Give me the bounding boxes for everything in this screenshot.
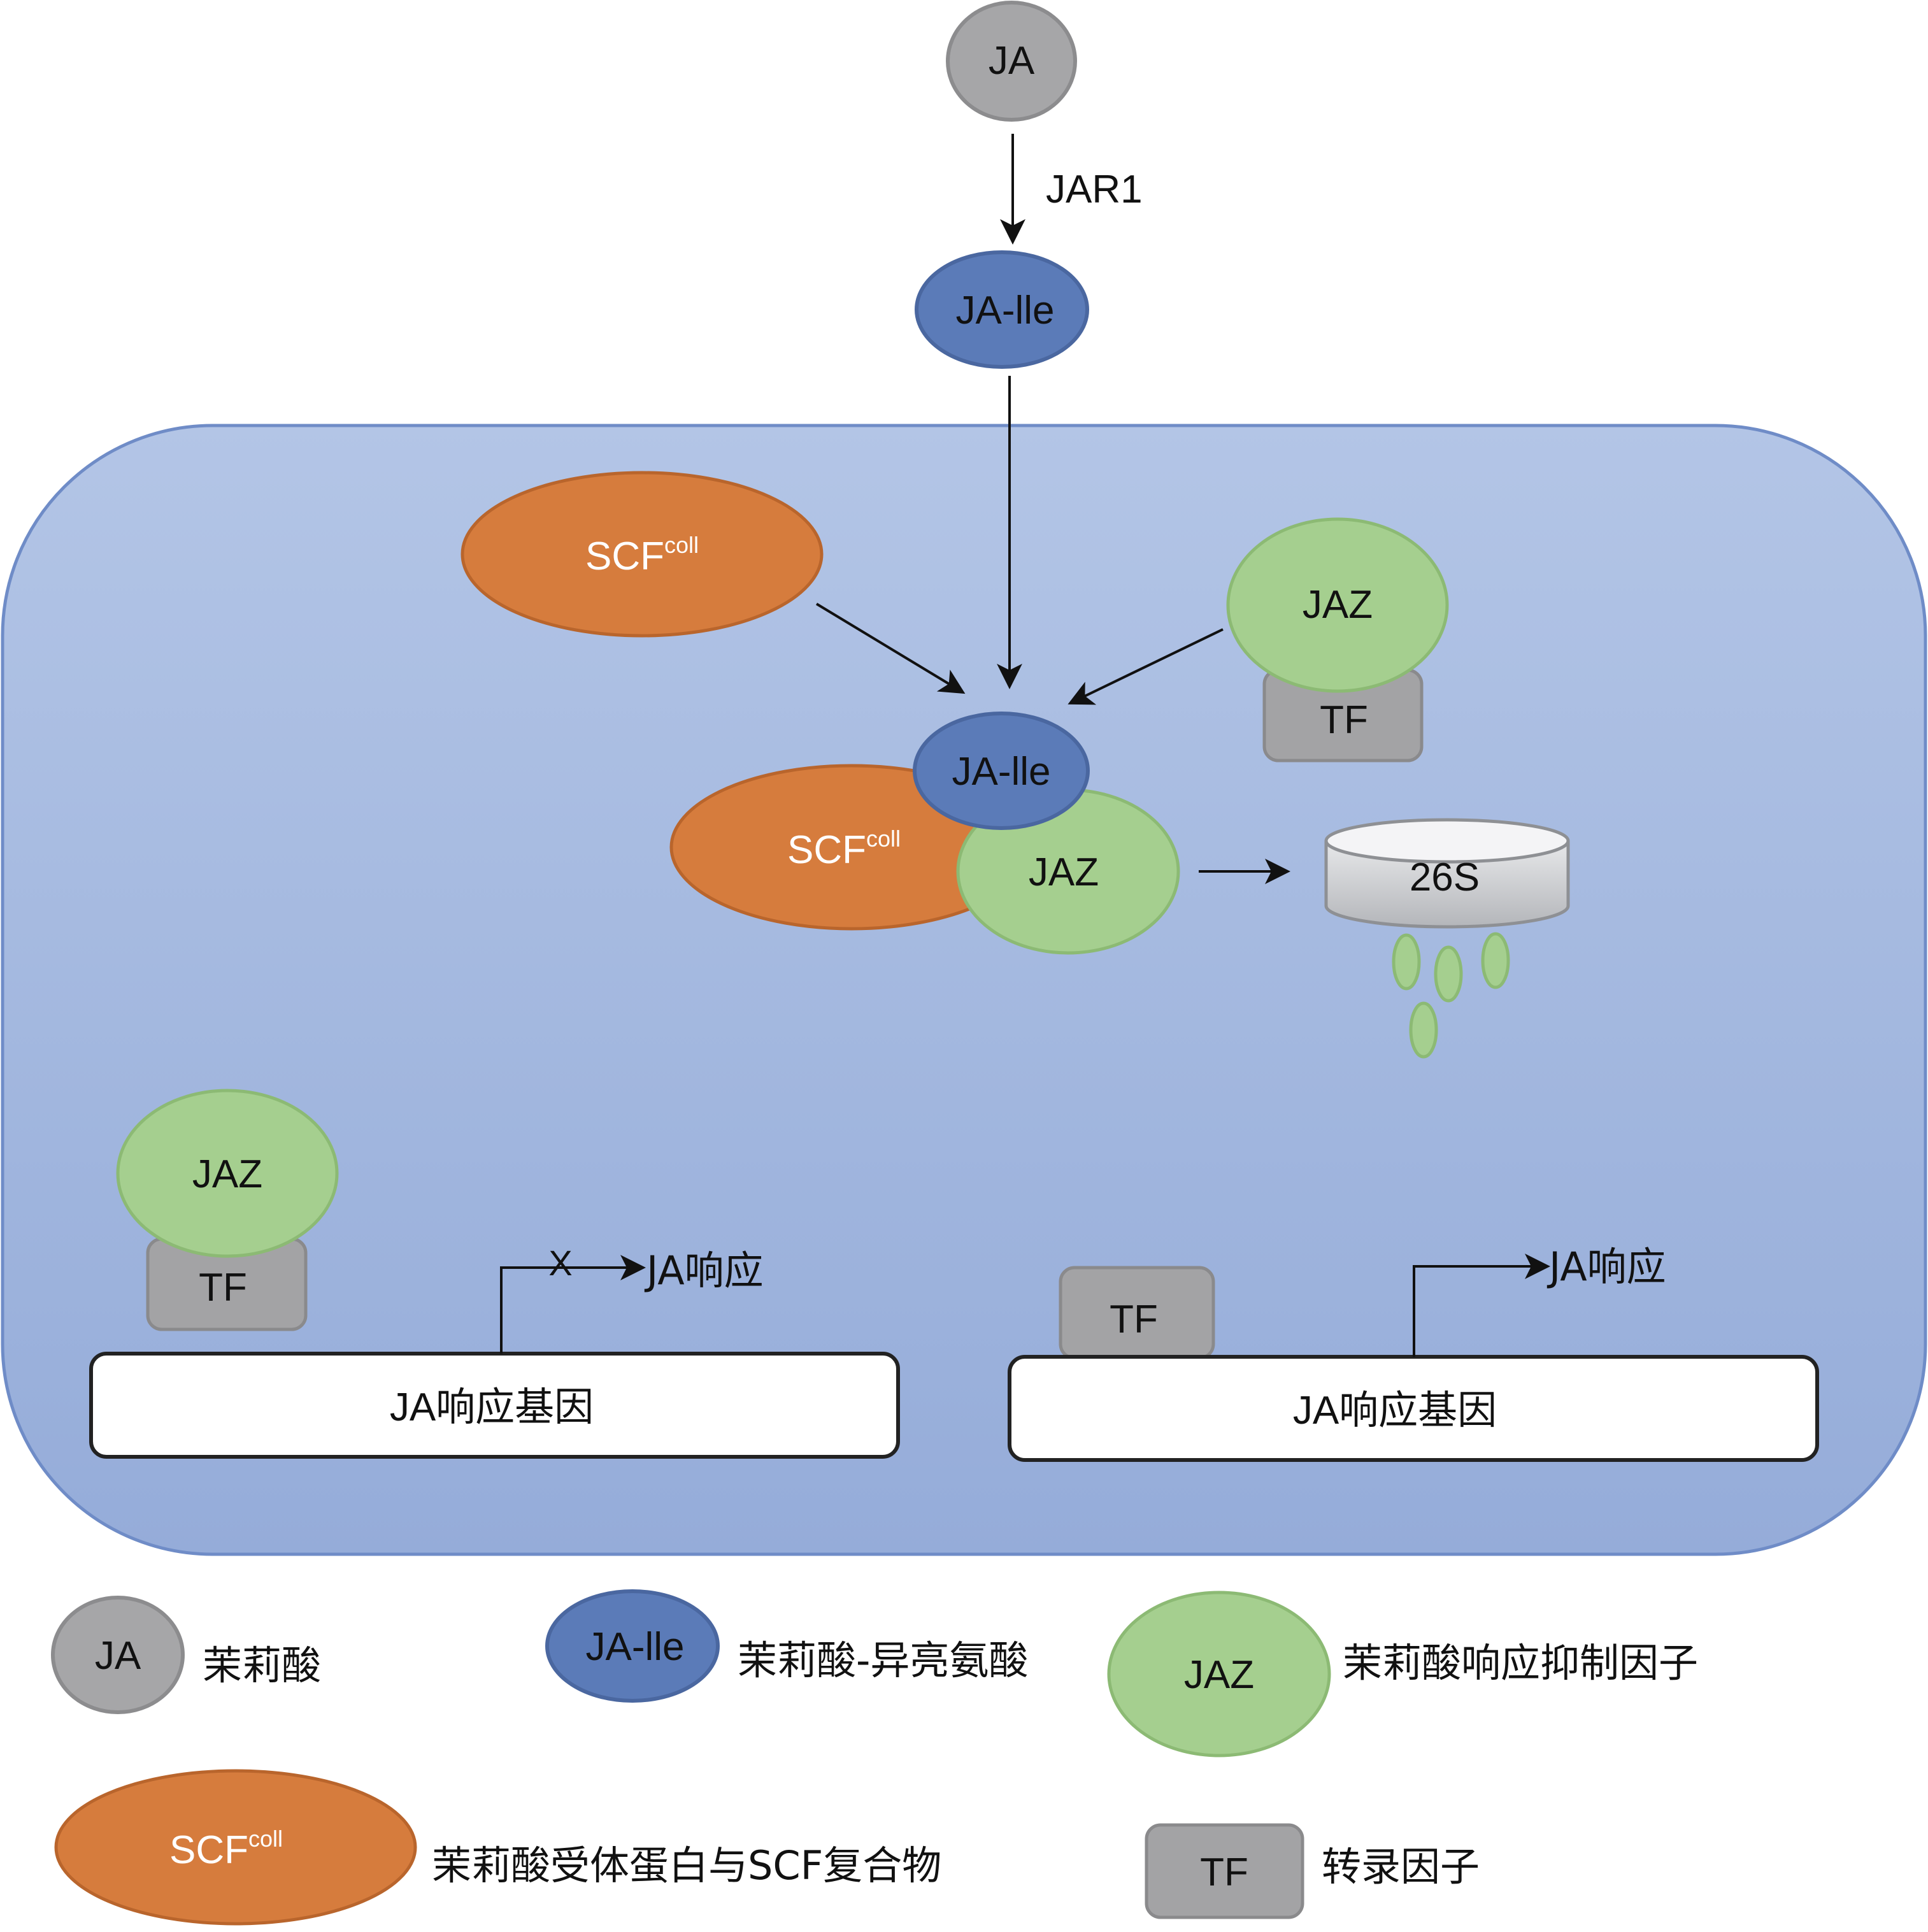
- ja-response-right: JA响应: [1546, 1243, 1666, 1290]
- gene-right-label: JA响应基因: [1293, 1389, 1497, 1433]
- ja-ile-node: JA-lle: [915, 250, 1089, 369]
- scf-complex-superscript: coll: [866, 826, 901, 852]
- blocked-transcription-arrow: [500, 1255, 646, 1354]
- scf-superscript: coll: [664, 532, 699, 558]
- degraded-jaz-fragments: [1392, 932, 1510, 1059]
- fragment-2: [1434, 945, 1463, 1003]
- fragment-3: [1481, 932, 1510, 989]
- jaz-upper-label: JAZ: [1303, 583, 1373, 627]
- ja-ile-label: JA-lle: [955, 289, 1054, 333]
- tf-upper-label: TF: [1320, 698, 1368, 742]
- ja-response-left: JA响应: [644, 1247, 764, 1294]
- legend-tf: TF 转录因子: [1145, 1823, 1480, 1919]
- ja-label: JA: [989, 39, 1035, 83]
- legend: JA 茉莉酸 JA-lle 茉莉酸-异亮氨酸 JAZ 茉莉酸响应抑制因子 SCF…: [51, 1589, 1698, 1926]
- ja-node: JA: [946, 1, 1077, 122]
- legend-scf-symbol: SCF: [169, 1828, 248, 1872]
- fragment-1: [1392, 933, 1421, 991]
- legend-jaz: JAZ 茉莉酸响应抑制因子: [1107, 1591, 1698, 1757]
- svg-text:SCFcoll: SCFcoll: [169, 1826, 283, 1872]
- jaz-complex-label: JAZ: [1029, 850, 1099, 894]
- scf-label: SCF: [585, 534, 664, 578]
- tf-free-label: TF: [1110, 1298, 1158, 1342]
- fragment-4: [1409, 1001, 1438, 1059]
- scf-coi1-node: SCFcoll: [461, 471, 824, 638]
- legend-ja-ile-symbol: JA-lle: [585, 1625, 684, 1669]
- coi1-jaz-complex: SCFcoll JAZ JA-lle: [669, 712, 1180, 955]
- svg-text:SCFcoll: SCFcoll: [585, 532, 699, 578]
- legend-ja-ile-text: 茉莉酸-异亮氨酸: [738, 1637, 1028, 1684]
- jar1-label: JAR1: [1046, 168, 1143, 211]
- svg-text:SCFcoll: SCFcoll: [787, 826, 901, 872]
- cell-region: [1, 424, 1927, 1556]
- gene-right: JA响应基因: [1008, 1355, 1819, 1462]
- scf-to-complex-arrow: [815, 603, 966, 694]
- legend-ja-text: 茉莉酸: [203, 1642, 321, 1689]
- jaz-tf-complex-upper: TF JAZ: [1226, 517, 1449, 762]
- legend-tf-symbol: TF: [1200, 1850, 1248, 1894]
- legend-ja-symbol: JA: [95, 1634, 141, 1678]
- legend-jaz-text: 茉莉酸响应抑制因子: [1343, 1640, 1698, 1686]
- jaz-lower-left-label: JAZ: [192, 1152, 262, 1196]
- scf-complex-label: SCF: [787, 828, 866, 872]
- tf-lower-left-label: TF: [199, 1266, 247, 1310]
- legend-scf: SCFcoll 茉莉酸受体蛋白与SCF复合物: [54, 1769, 941, 1926]
- blocked-mark: X: [548, 1243, 572, 1283]
- jaz-to-complex-arrow: [1068, 628, 1224, 705]
- ja-ile-complex-label: JA-lle: [952, 750, 1050, 794]
- active-transcription-arrow: [1413, 1254, 1550, 1357]
- gene-left: JA响应基因: [89, 1352, 900, 1459]
- legend-scf-text: 茉莉酸受体蛋白与SCF复合物: [432, 1842, 941, 1889]
- tf-free: TF: [1059, 1266, 1215, 1360]
- legend-jaz-symbol: JAZ: [1184, 1653, 1254, 1697]
- legend-scf-superscript: coll: [248, 1826, 283, 1852]
- jaz-tf-complex-lower: TF JAZ: [116, 1089, 339, 1331]
- proteasome-label: 26S: [1410, 855, 1480, 899]
- legend-tf-text: 转录因子: [1322, 1843, 1480, 1890]
- gene-left-label: JA响应基因: [390, 1385, 594, 1429]
- legend-ja-ile: JA-lle 茉莉酸-异亮氨酸: [545, 1589, 1028, 1703]
- proteasome-26s: 26S: [1324, 818, 1570, 929]
- legend-ja: JA 茉莉酸: [51, 1596, 321, 1714]
